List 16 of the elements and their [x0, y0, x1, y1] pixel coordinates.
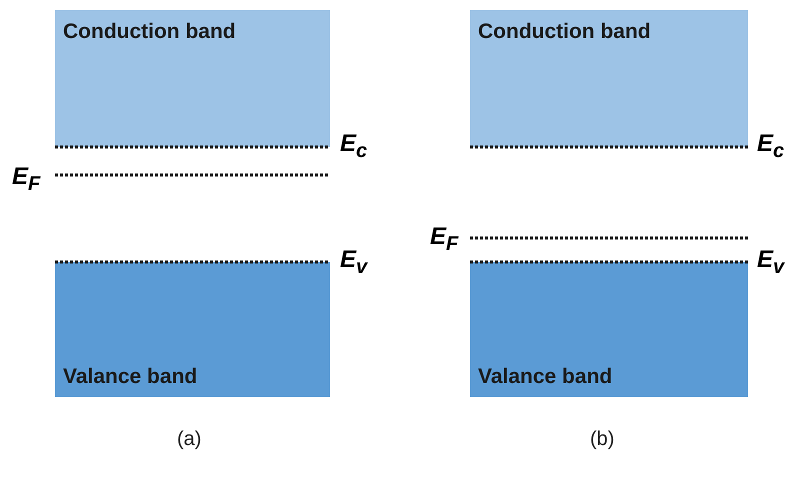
panel-caption: (a) [177, 428, 202, 451]
energy-level-symbol: E$_{c}$ [340, 130, 368, 163]
band-label: Conduction band [478, 20, 651, 44]
energy-level-symbol: E$_{v}$ [757, 246, 784, 279]
panel-caption: (b) [590, 428, 614, 451]
valence-band-block [55, 262, 330, 397]
band-label: Conduction band [63, 20, 236, 44]
valence-band-block [470, 262, 748, 397]
energy-level-symbol: E$_{F}$ [12, 163, 40, 196]
conduction-band-block [470, 10, 748, 147]
conduction-band-block [55, 10, 330, 147]
energy-level-symbol: E$_{c}$ [757, 130, 784, 163]
energy-level-symbol: E$_{v}$ [340, 246, 368, 279]
energy-level-symbol: E$_{F}$ [430, 223, 458, 256]
band-label: Valance band [478, 365, 612, 389]
band-label: Valance band [63, 365, 198, 389]
